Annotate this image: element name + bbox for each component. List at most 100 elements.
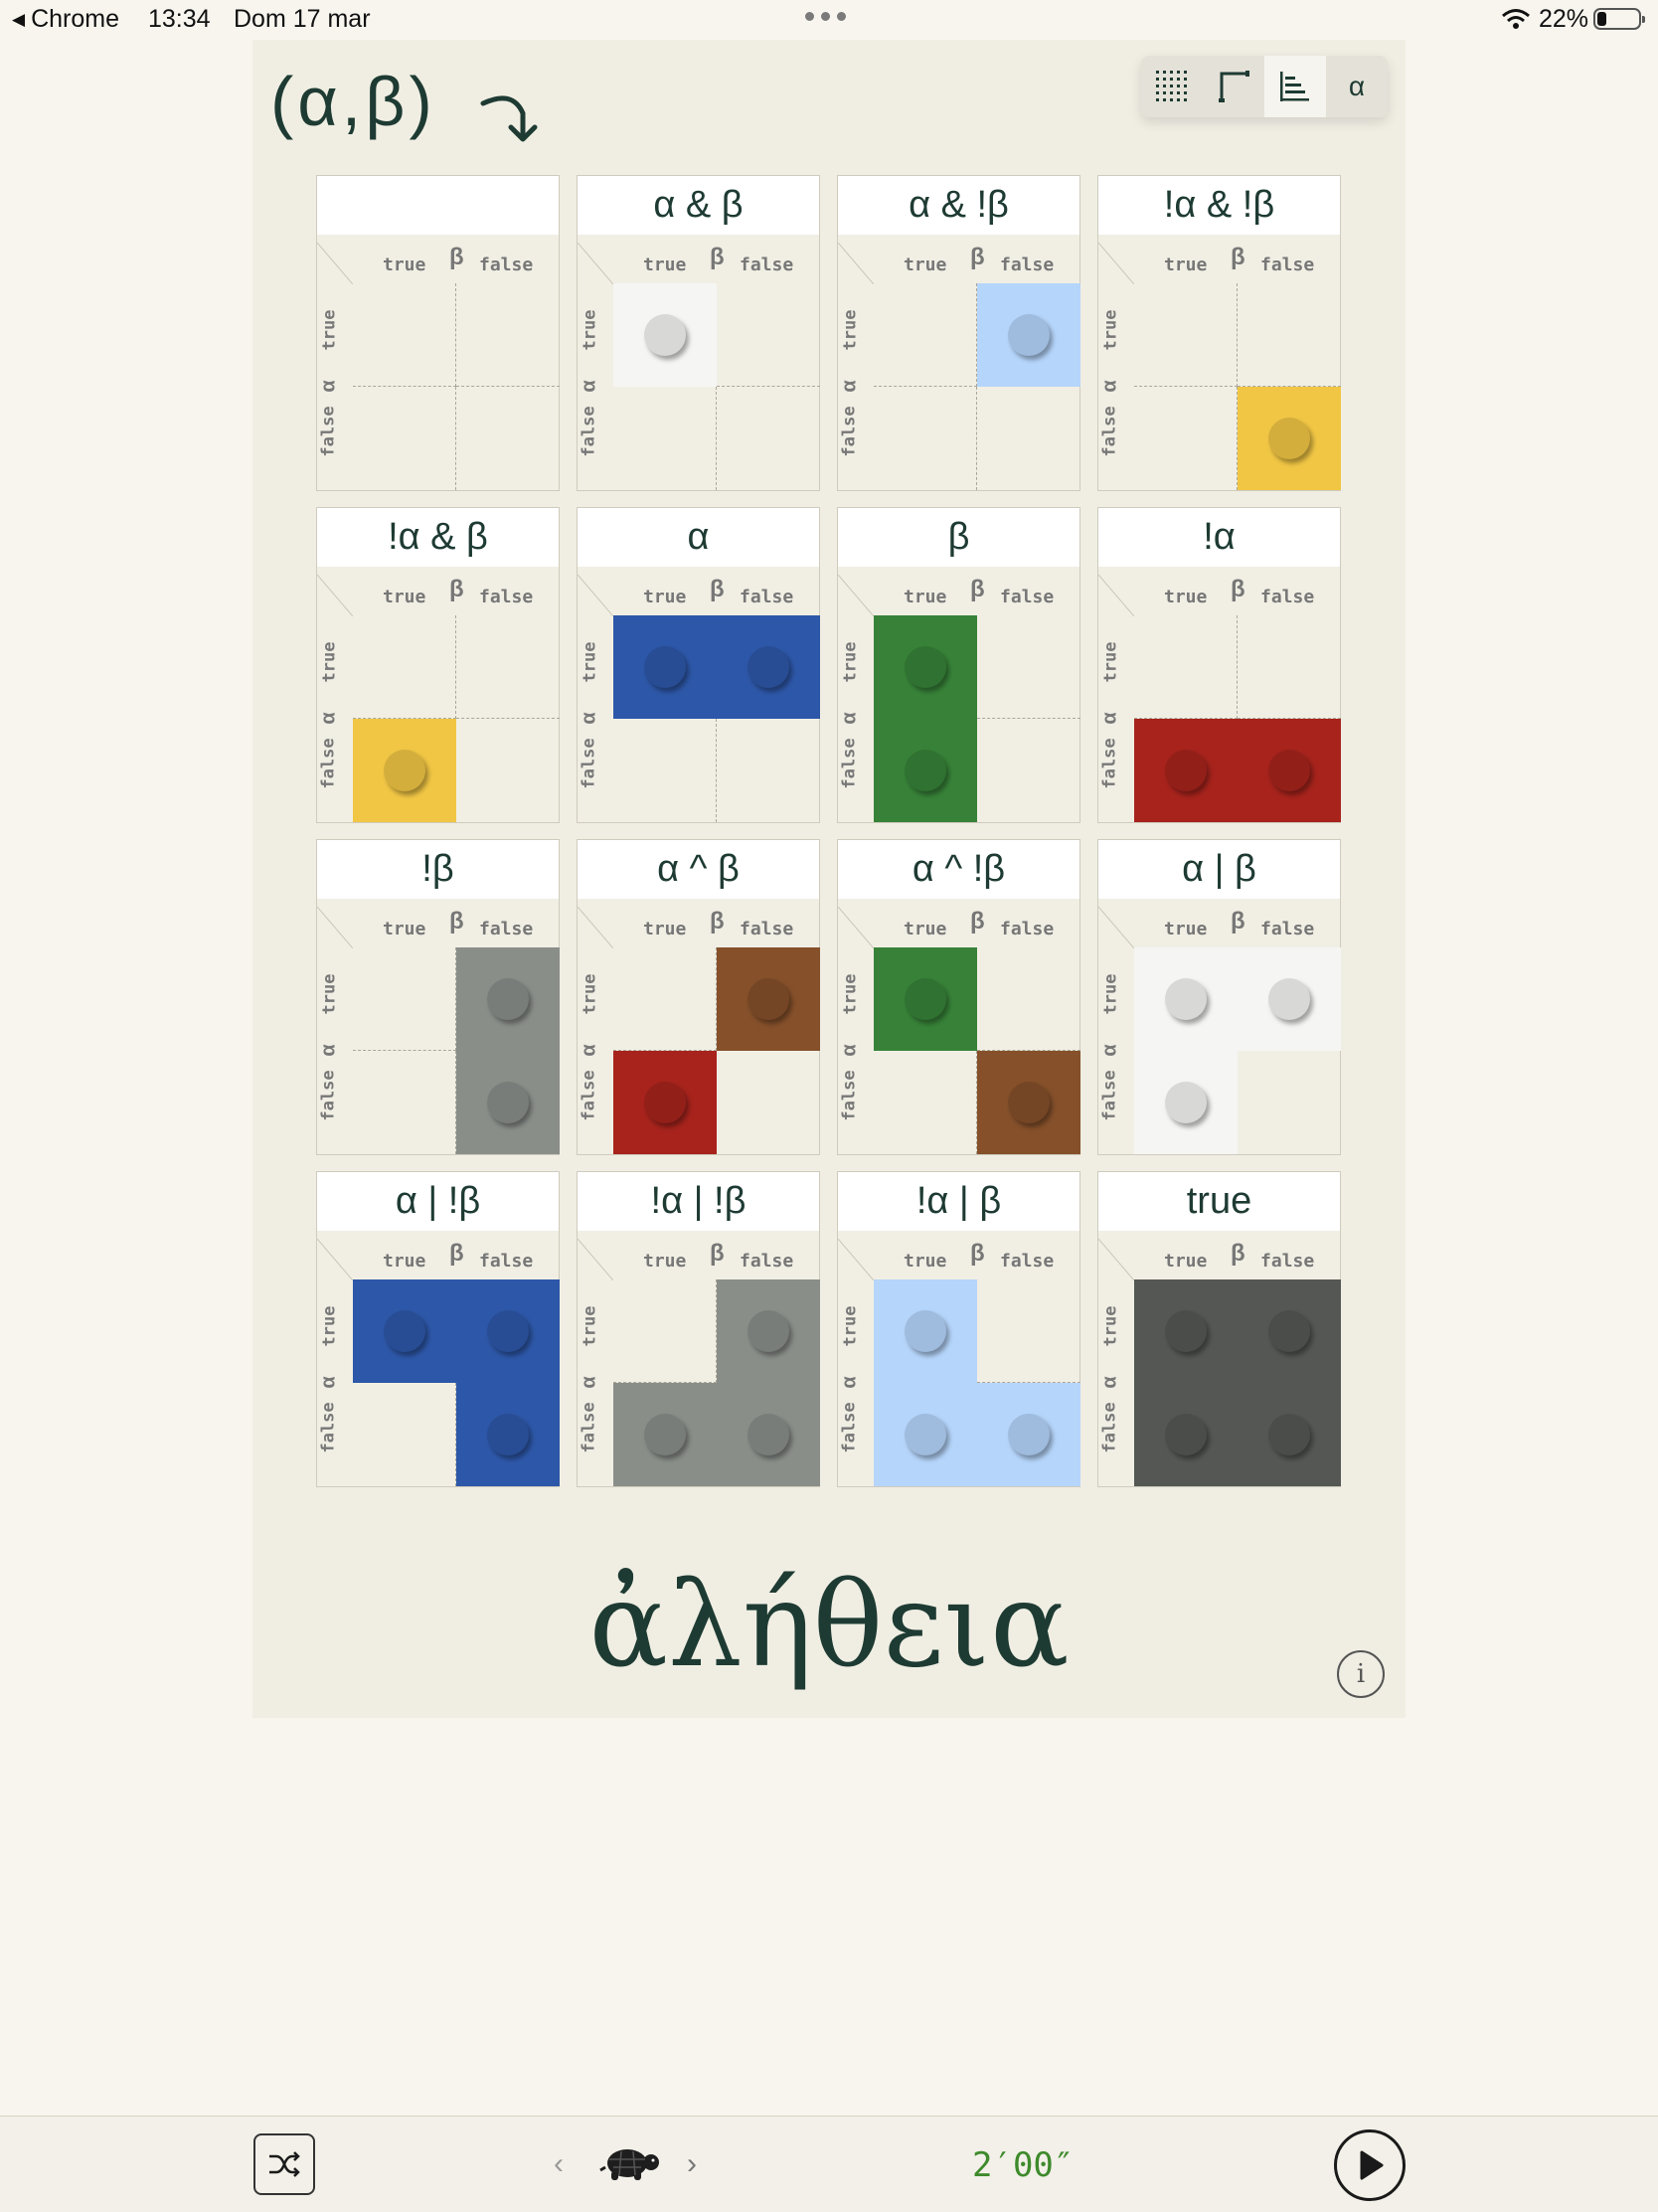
play-button[interactable] [1334, 2129, 1406, 2201]
cell-ft[interactable] [353, 1383, 456, 1486]
cell-tf[interactable] [977, 1279, 1080, 1383]
back-to-app-link[interactable]: ◀Chrome [12, 5, 119, 34]
cell-tt[interactable] [1134, 283, 1238, 387]
cell-tt[interactable] [353, 1279, 456, 1383]
alpha-view-button[interactable]: α [1348, 71, 1366, 101]
alpha-true-label: true [1100, 641, 1121, 683]
cell-ff[interactable] [977, 1383, 1080, 1486]
cell-ff[interactable] [717, 1383, 820, 1486]
beta-axis-label: β [1231, 576, 1245, 602]
cell-tt[interactable] [353, 283, 456, 387]
cell-ff[interactable] [717, 719, 820, 822]
cell-ff[interactable] [456, 1051, 560, 1154]
cell-ft[interactable] [613, 387, 717, 490]
grid-view-button[interactable] [1141, 56, 1203, 117]
bars-view-button[interactable] [1264, 56, 1326, 117]
corner-axes-icon [1219, 71, 1249, 102]
cell-tf[interactable] [977, 615, 1080, 719]
brick-stud [1268, 750, 1310, 791]
cell-tf[interactable] [456, 947, 560, 1051]
cell-ft[interactable] [613, 1383, 717, 1486]
cell-tt[interactable] [353, 615, 456, 719]
beta-true-label: true [904, 255, 947, 275]
cell-ff[interactable] [456, 387, 560, 490]
cell-ff[interactable] [1238, 1383, 1341, 1486]
cell-ff[interactable] [717, 387, 820, 490]
multitasking-dots-icon[interactable] [805, 12, 846, 21]
cell-ff[interactable] [977, 1051, 1080, 1154]
cell-ft[interactable] [1134, 387, 1238, 490]
cell-ft[interactable] [353, 719, 456, 822]
cell-ft[interactable] [1134, 719, 1238, 822]
prev-speed-button[interactable]: ‹ [554, 2147, 564, 2180]
cell-tf[interactable] [1238, 615, 1341, 719]
cell-tf[interactable] [456, 615, 560, 719]
cell-tt[interactable] [874, 947, 977, 1051]
cell-ft[interactable] [874, 1383, 977, 1486]
cell-ff[interactable] [1238, 387, 1341, 490]
cell-tt[interactable] [613, 615, 717, 719]
cell-ft[interactable] [613, 1051, 717, 1154]
cell-tt[interactable] [613, 1279, 717, 1383]
cell-tf[interactable] [717, 283, 820, 387]
cell-ft[interactable] [1134, 1383, 1238, 1486]
cell-tt[interactable] [1134, 1279, 1238, 1383]
cell-tt[interactable] [1134, 615, 1238, 719]
cell-tt[interactable] [1134, 947, 1238, 1051]
cell-tf[interactable] [456, 1279, 560, 1383]
cell-ft[interactable] [613, 719, 717, 822]
cell-ft[interactable] [353, 1051, 456, 1154]
cell-ff[interactable] [717, 1051, 820, 1154]
cell-ff[interactable] [456, 719, 560, 822]
cell-tf[interactable] [717, 1279, 820, 1383]
cell-ff[interactable] [456, 1383, 560, 1486]
info-button[interactable]: i [1337, 1650, 1385, 1698]
cell-tf[interactable] [717, 947, 820, 1051]
brick-stud [747, 1310, 789, 1352]
cell-tt[interactable] [613, 947, 717, 1051]
next-speed-button[interactable]: › [687, 2147, 697, 2180]
cell-tt[interactable] [874, 615, 977, 719]
cell-tf[interactable] [717, 615, 820, 719]
cell-ft[interactable] [874, 387, 977, 490]
view-toolbar: α [1141, 56, 1388, 117]
cell-ff[interactable] [977, 719, 1080, 822]
cell-ft[interactable] [1134, 1051, 1238, 1154]
beta-axis-label: β [710, 908, 725, 935]
cell-tf[interactable] [1238, 283, 1341, 387]
cell-tt[interactable] [874, 283, 977, 387]
cell-tf[interactable] [977, 947, 1080, 1051]
cell-tf[interactable] [1238, 947, 1341, 1051]
cell-ft[interactable] [874, 719, 977, 822]
cell-ff[interactable] [1238, 1051, 1341, 1154]
cell-tt[interactable] [353, 947, 456, 1051]
cell-tt[interactable] [613, 283, 717, 387]
cell-tt[interactable] [874, 1279, 977, 1383]
cell-ff[interactable] [1238, 719, 1341, 822]
shuffle-button[interactable] [253, 2133, 315, 2195]
cell-ft[interactable] [874, 1051, 977, 1154]
card-title: !α [1098, 508, 1340, 567]
axes-view-button[interactable] [1203, 56, 1264, 117]
cell-tf[interactable] [977, 283, 1080, 387]
cell-ff[interactable] [977, 387, 1080, 490]
cell-ft[interactable] [353, 387, 456, 490]
cell-tf[interactable] [1238, 1279, 1341, 1383]
cell-tf[interactable] [456, 283, 560, 387]
